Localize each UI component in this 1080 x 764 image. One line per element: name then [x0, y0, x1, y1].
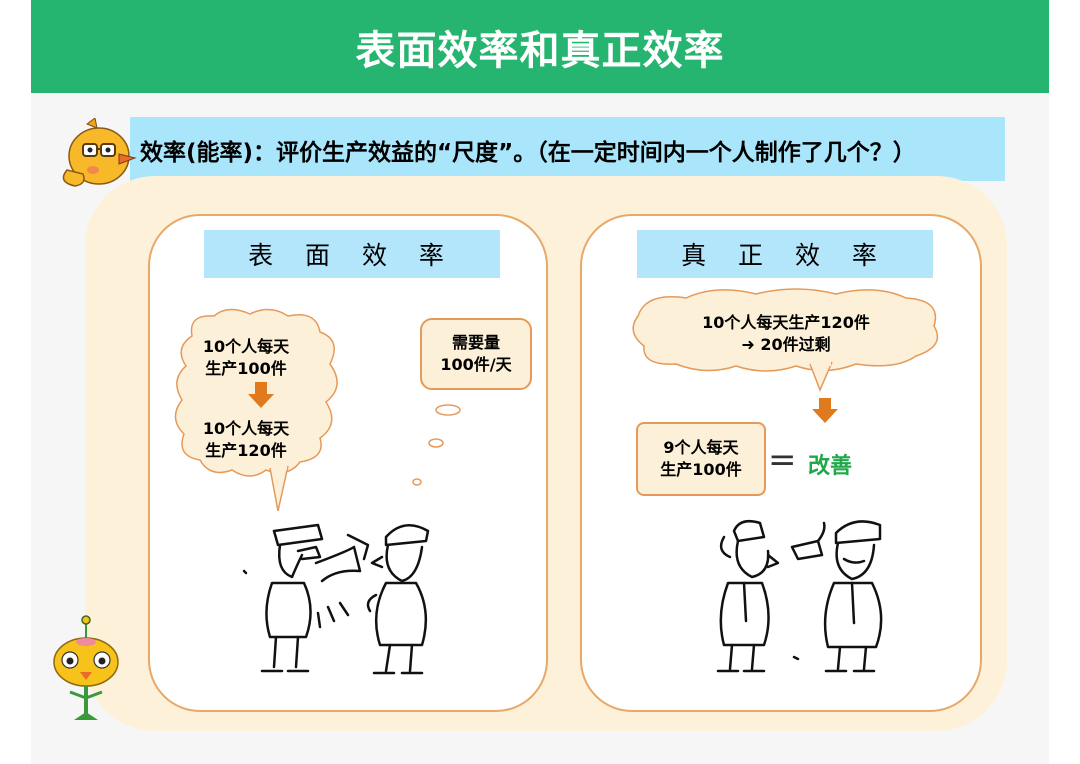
left-cloud-line1: 10个人每天 — [202, 337, 290, 356]
improved-output-box: 9个人每天 生产100件 — [636, 422, 766, 496]
left-thought-cloud — [174, 308, 338, 512]
page-title: 表面效率和真正效率 — [355, 27, 725, 74]
demand-box: 需要量 100件/天 — [420, 318, 532, 390]
improvement-label: 改善 — [808, 454, 853, 479]
right-cloud-line1: 10个人每天生产120件 — [702, 313, 870, 332]
right-cartoon-illustration — [694, 511, 906, 675]
left-cloud-line4: 生产120件 — [205, 441, 287, 460]
left-cloud-line3: 10个人每天 — [202, 419, 290, 438]
equals-sign: = — [768, 440, 797, 480]
left-cloud-line2: 生产100件 — [205, 359, 287, 378]
true-efficiency-header: 真 正 效 率 — [637, 230, 933, 278]
surface-efficiency-header: 表 面 效 率 — [204, 230, 500, 278]
title-bar: 表面效率和真正效率 — [31, 0, 1049, 93]
definition-bar — [130, 117, 1005, 181]
bird-mascot-icon — [62, 118, 137, 187]
left-cartoon-illustration — [236, 511, 448, 681]
down-arrow-icon — [812, 398, 838, 423]
thought-bubbles — [412, 404, 461, 486]
improved-line2: 生产100件 — [660, 460, 742, 479]
demand-value: 100件/天 — [440, 355, 512, 374]
robot-mascot-icon — [53, 615, 119, 720]
improved-line1: 9个人每天 — [663, 438, 739, 457]
right-thought-cloud — [632, 288, 939, 392]
right-cloud-line2: ➜ 20件过剩 — [741, 335, 831, 354]
definition-text: 效率(能率)：评价生产效益的“尺度”。（在一定时间内一个人制作了几个？） — [140, 140, 916, 166]
demand-label: 需要量 — [451, 333, 500, 352]
